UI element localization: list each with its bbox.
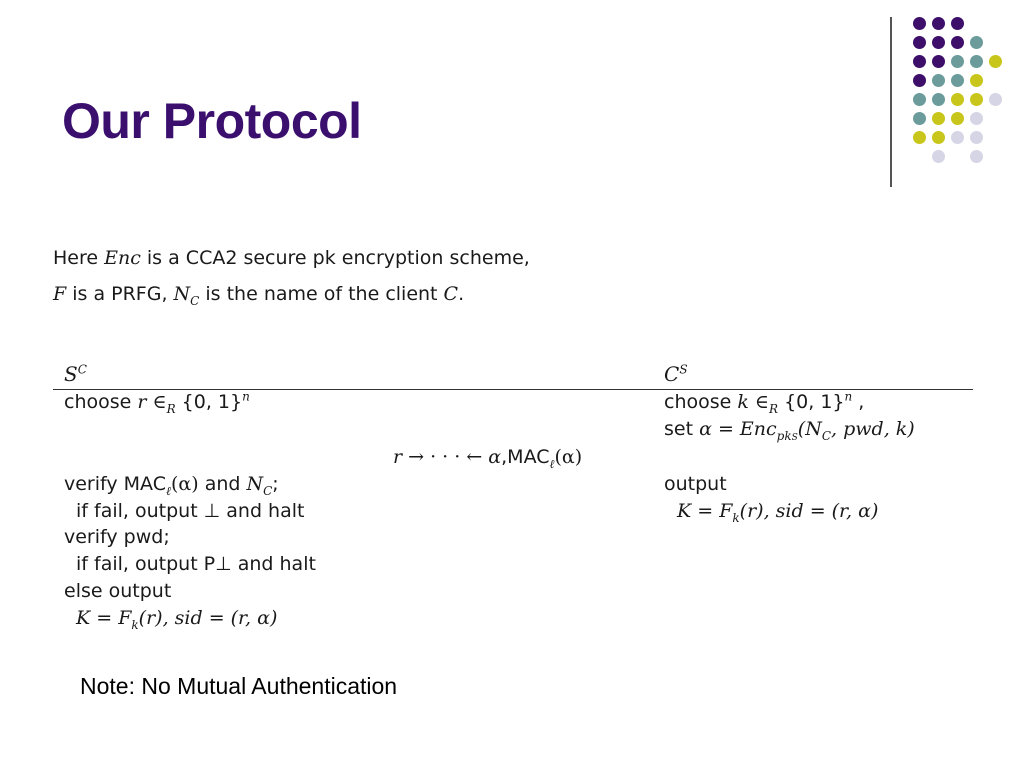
- client-column-header: CS: [664, 362, 688, 386]
- decorative-dot: [970, 93, 983, 106]
- slide-title: Our Protocol: [62, 93, 362, 149]
- client-key-line: K = Fk(r), sid = (r, α): [677, 500, 879, 525]
- decorative-dot: [951, 55, 964, 68]
- decorative-dot: [970, 55, 983, 68]
- decorative-dot: [932, 36, 945, 49]
- decorative-dot: [932, 150, 945, 163]
- server-verify-mac-line: verify MACℓ(α) and NC;: [64, 473, 279, 498]
- decorative-dot: [932, 93, 945, 106]
- client-choose-line: choose k ∈R {0, 1}n ,: [664, 389, 865, 416]
- decorative-dot: [913, 112, 926, 125]
- server-fail-2-line: if fail, output P⊥ and halt: [76, 553, 316, 575]
- decorative-dot: [932, 74, 945, 87]
- decorative-dot: [970, 74, 983, 87]
- decorative-dot: [932, 112, 945, 125]
- server-key-line: K = Fk(r), sid = (r, α): [76, 607, 278, 632]
- decorative-dot: [913, 36, 926, 49]
- decorative-dot: [913, 55, 926, 68]
- decorative-dot: [932, 131, 945, 144]
- decorative-dot: [913, 93, 926, 106]
- decorative-dot: [970, 36, 983, 49]
- decorative-dot: [932, 55, 945, 68]
- decorative-dot: [989, 93, 1002, 106]
- decorative-dot: [913, 17, 926, 30]
- decorative-dot: [951, 93, 964, 106]
- intro-line-1: Here Enc is a CCA2 secure pk encryption …: [53, 247, 530, 269]
- decorative-dot: [989, 55, 1002, 68]
- header-rule: [53, 389, 973, 390]
- vertical-divider: [890, 17, 892, 187]
- client-output-line: output: [664, 473, 727, 495]
- decorative-dot: [913, 74, 926, 87]
- server-fail-1-line: if fail, output ⊥ and halt: [76, 500, 305, 522]
- decorative-dot: [970, 112, 983, 125]
- server-column-header: SC: [64, 362, 87, 386]
- decorative-dot: [970, 131, 983, 144]
- decorative-dot: [951, 74, 964, 87]
- decorative-dot: [970, 150, 983, 163]
- intro-text: Here Enc is a CCA2 secure pk encryption …: [53, 240, 530, 312]
- message-exchange-line: r → · · · ← α,MACℓ(α): [393, 446, 583, 471]
- footnote: Note: No Mutual Authentication: [80, 673, 398, 699]
- server-verify-pwd-line: verify pwd;: [64, 526, 170, 548]
- intro-line-2: F is a PRFG, NC is the name of the clien…: [53, 283, 465, 308]
- decorative-dot: [951, 131, 964, 144]
- client-set-line: set α = EncpkS(NC, pwd, k): [664, 418, 915, 443]
- decorative-dot: [951, 112, 964, 125]
- server-else-output-line: else output: [64, 580, 172, 602]
- server-choose-line: choose r ∈R {0, 1}n: [64, 389, 250, 416]
- decorative-dot: [951, 17, 964, 30]
- decorative-dot: [932, 17, 945, 30]
- decorative-dot: [951, 36, 964, 49]
- decorative-dot: [913, 131, 926, 144]
